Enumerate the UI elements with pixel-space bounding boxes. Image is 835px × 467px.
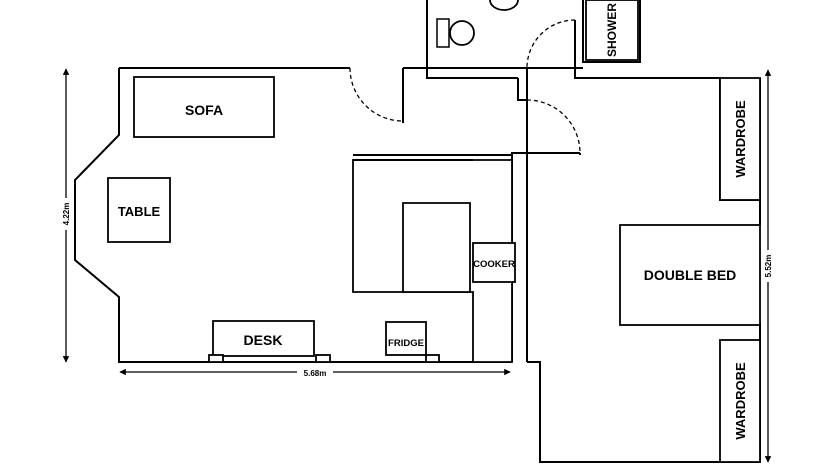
shower: SHOWER [585,0,639,61]
fridge-label: FRIDGE [388,338,424,349]
bathroom-fixtures [436,0,519,48]
sofa: SOFA [133,76,275,138]
dimension-depth-left: 4.22m [61,68,71,363]
sink-icon [489,0,519,11]
width-dimension-label: 5.68m [304,369,327,378]
wardrobe-bottom: WARDROBE [719,339,761,463]
double-bed: DOUBLE BED [619,224,761,326]
wardrobe-top: WARDROBE [719,77,761,201]
dimension-depth-right: 5.52m [763,69,773,463]
desk-label: DESK [244,332,283,348]
fridge: FRIDGE [385,321,440,363]
cooker-label: COOKER [473,259,515,270]
shower-label: SHOWER [605,3,619,57]
table-label: TABLE [118,204,161,219]
sofa-label: SOFA [185,102,223,118]
right-depth-dimension-label: 5.52m [764,255,773,278]
kitchen-island [402,202,471,293]
cooker: COOKER [472,242,516,283]
toilet-icon [449,20,475,46]
toilet-cistern-icon [436,18,450,48]
double-bed-label: DOUBLE BED [644,267,737,283]
doors [349,19,581,154]
dimension-width: 5.68m [119,368,511,378]
wardrobe-bottom-label: WARDROBE [733,362,748,440]
desk: DESK [208,320,331,363]
table: TABLE [107,177,171,243]
wardrobe-top-label: WARDROBE [733,100,748,178]
left-depth-dimension-label: 4.22m [62,203,71,226]
